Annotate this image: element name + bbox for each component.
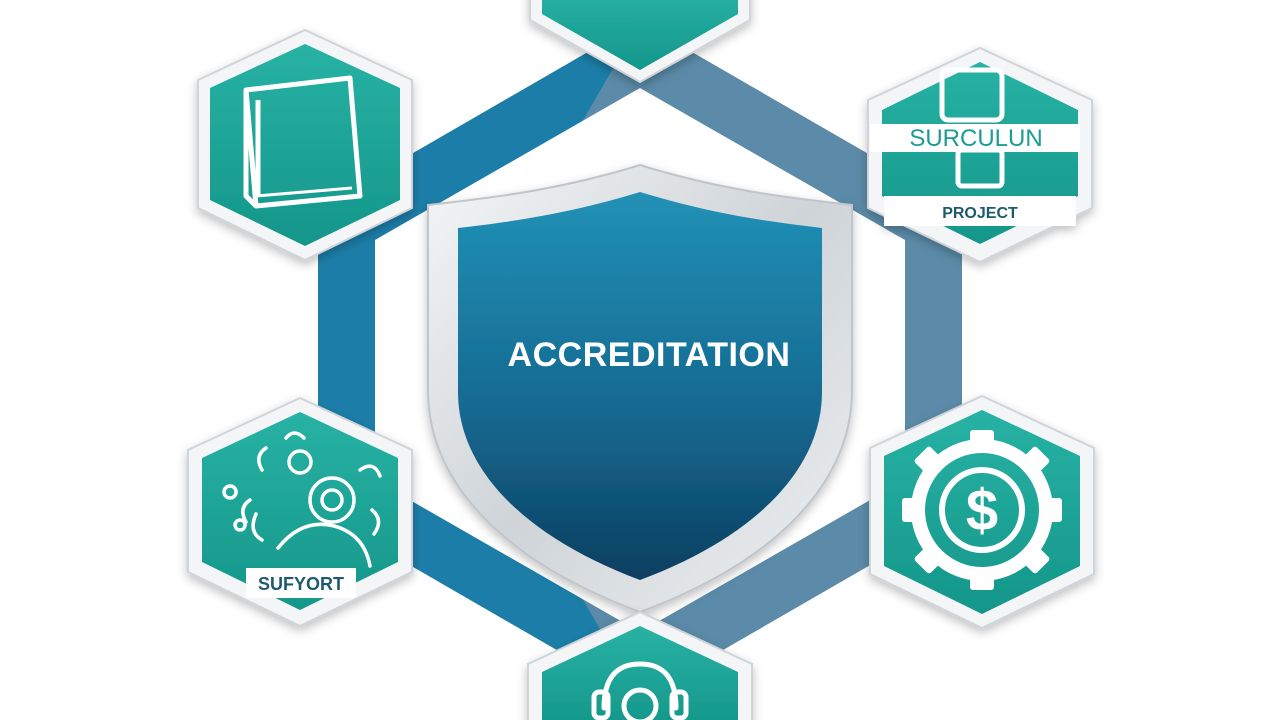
support-label: SUFYORT: [258, 574, 344, 594]
project-label: PROJECT: [942, 205, 1018, 222]
curriculum-banner: [870, 124, 1080, 152]
badge-support: [187, 396, 413, 628]
book-icon: [243, 75, 363, 209]
svg-text:$: $: [966, 478, 998, 543]
support-banner: [246, 568, 356, 598]
badge-helpdesk: [527, 610, 753, 720]
project-banner: [884, 196, 1076, 226]
badge-book: [197, 28, 413, 262]
curriculum-label: SURCULUN: [909, 125, 1042, 152]
accreditation-label: ACCREDITATION: [508, 336, 791, 374]
gear-dollar-icon: $: [902, 430, 1062, 590]
headset-icon: [591, 661, 689, 720]
curriculum-project-icon: [939, 67, 1005, 189]
badge-curriculum: [867, 46, 1093, 264]
accreditation-shield: [427, 163, 853, 614]
community-support-icon: [222, 431, 382, 568]
badge-top: [529, 0, 751, 84]
badge-funding: $: [869, 394, 1095, 630]
